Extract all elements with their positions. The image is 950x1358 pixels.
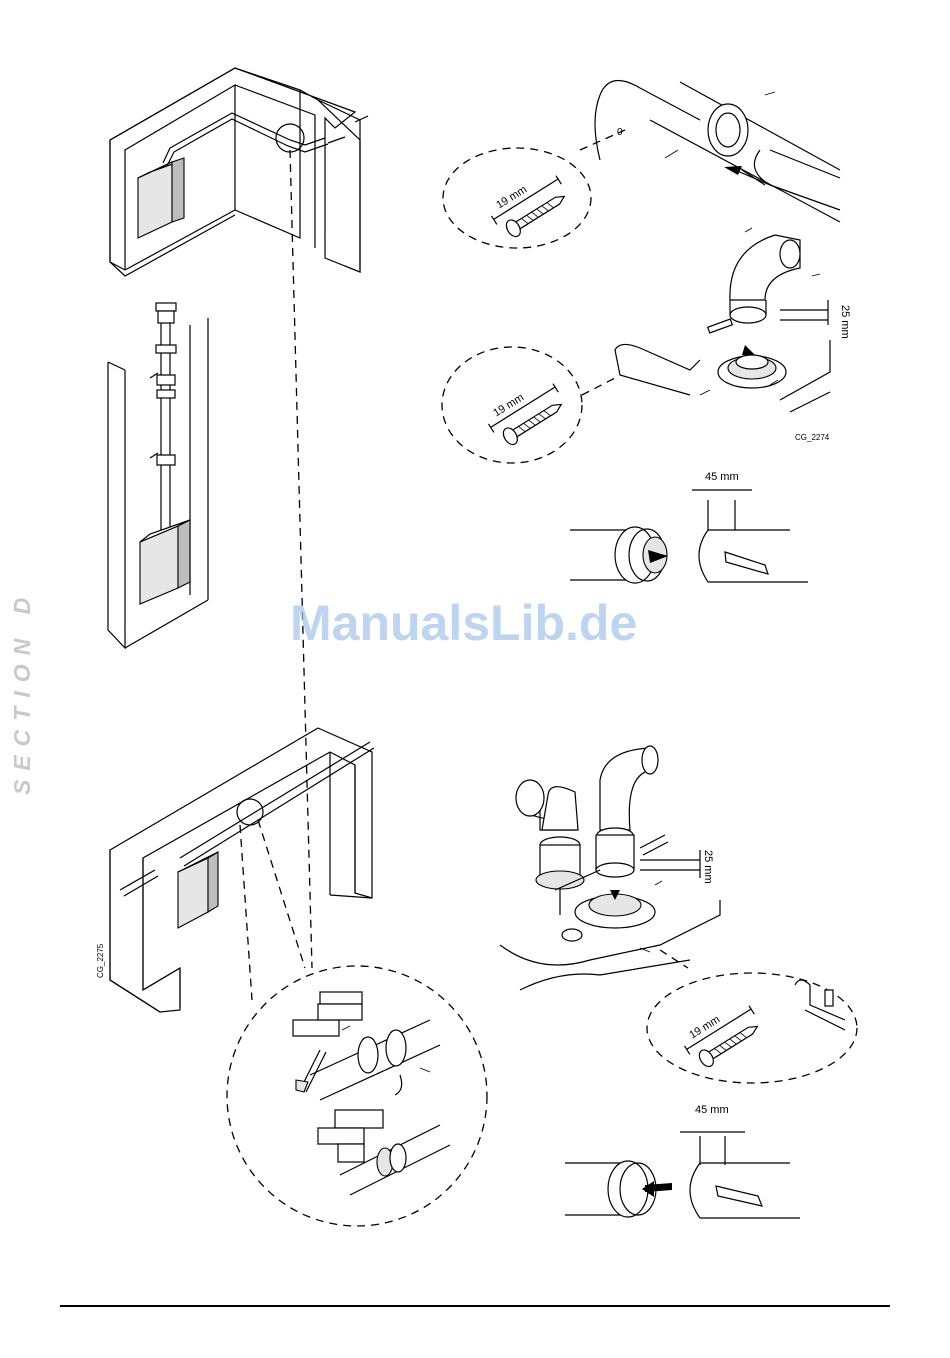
svg-text:0: 0	[617, 127, 623, 138]
drawing-code-a: CG_2274	[795, 433, 830, 442]
boiler-unit-vertical	[140, 520, 190, 604]
dim-25mm-a: 25 mm	[839, 305, 851, 339]
section-label: SECTION D	[9, 589, 35, 795]
connector-line	[290, 150, 312, 968]
twin-elbow-detail: 25 mm	[500, 746, 720, 990]
pipe-cut-detail-45mm-a: 45 mm	[570, 471, 808, 583]
pipe-joint-detail-top: 0	[580, 80, 840, 222]
screw-detail-19mm-a: 19 mm	[443, 148, 591, 248]
dim-19mm-b: 19 mm	[491, 391, 526, 419]
drawing-code-b: CG_2275	[96, 943, 105, 978]
horizontal-wall-diagram: CG_2275	[96, 728, 374, 1012]
elbow-turret-detail: 25 mm CG_2274	[615, 228, 851, 442]
dim-19mm-a: 19 mm	[494, 183, 529, 211]
pipe-cut-detail-45mm-b: 45 mm	[565, 1104, 800, 1218]
screw-detail-19mm-b: 19 mm	[442, 347, 615, 463]
boiler-unit-horizontal	[178, 852, 218, 928]
dim-25mm-b: 25 mm	[702, 850, 714, 884]
watermark: ManualsLib.de	[290, 595, 637, 651]
wall-sleeve-detail	[227, 966, 487, 1226]
dim-45mm-a: 45 mm	[705, 471, 739, 483]
vertical-flue-diagram	[108, 303, 208, 648]
connector-line-2	[258, 820, 305, 968]
wall-corner-diagram	[110, 68, 368, 276]
screw-detail-19mm-c: 19 mm	[647, 973, 857, 1083]
dim-45mm-b: 45 mm	[695, 1104, 729, 1116]
dim-19mm-c: 19 mm	[687, 1013, 722, 1041]
